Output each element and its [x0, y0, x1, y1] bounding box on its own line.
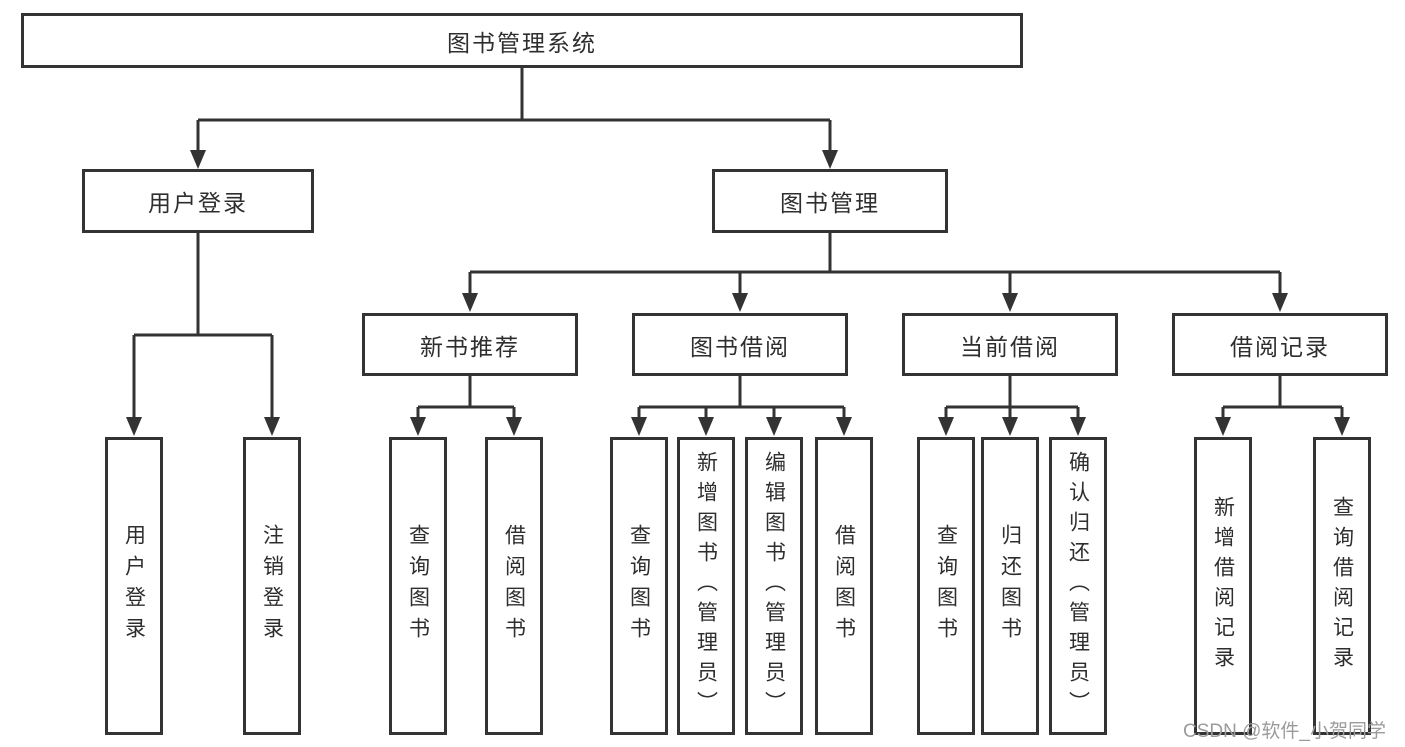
connector-root-to-level2: [190, 68, 838, 169]
node-label: 新增图书（管理员）: [694, 451, 718, 721]
node-label: 借阅图书: [502, 524, 526, 648]
node-new-book-recommend: 新书推荐: [362, 313, 578, 376]
csdn-watermark: CSDN @软件_小贺同学: [1183, 721, 1386, 742]
node-label: 查询图书: [406, 524, 430, 648]
node-label: 归还图书: [998, 524, 1022, 648]
node-label: 注销登录: [260, 524, 284, 648]
node-label: 新书推荐: [420, 333, 520, 360]
node-logout: 注销登录: [243, 437, 301, 735]
node-label: 查询借阅记录: [1330, 496, 1354, 676]
connector-book-borrow-children: [631, 376, 852, 436]
node-query-books-recommend: 查询图书: [389, 437, 447, 735]
node-label: 借阅记录: [1230, 333, 1330, 360]
connector-borrow-records-children: [1215, 376, 1350, 436]
connector-book-management-children: [462, 233, 1288, 312]
node-label: 当前借阅: [960, 333, 1060, 360]
node-add-borrow-record: 新增借阅记录: [1194, 437, 1252, 735]
node-edit-books-admin: 编辑图书（管理员）: [745, 437, 803, 735]
connector-user-login-children: [126, 233, 280, 436]
node-label: 确认归还（管理员）: [1066, 451, 1090, 721]
node-label: 新增借阅记录: [1211, 496, 1235, 676]
node-return-books: 归还图书: [981, 437, 1039, 735]
node-book-management: 图书管理: [712, 169, 948, 233]
node-confirm-return-admin: 确认归还（管理员）: [1049, 437, 1107, 735]
node-label: 图书借阅: [690, 333, 790, 360]
node-user-login: 用户登录: [82, 169, 314, 233]
node-label: 用户登录: [122, 524, 146, 648]
node-label: 查询图书: [934, 524, 958, 648]
node-label: 图书管理系统: [447, 29, 597, 56]
node-query-books-borrow: 查询图书: [610, 437, 668, 735]
node-label: 用户登录: [148, 190, 248, 216]
node-query-books-current: 查询图书: [917, 437, 975, 735]
node-label: 图书管理: [780, 190, 880, 216]
node-library-management-system: 图书管理系统: [21, 13, 1023, 68]
node-book-borrow: 图书借阅: [632, 313, 848, 376]
node-add-books-admin: 新增图书（管理员）: [677, 437, 735, 735]
connector-current-borrow-children: [938, 376, 1086, 436]
node-query-borrow-record: 查询借阅记录: [1313, 437, 1371, 735]
node-current-borrow: 当前借阅: [902, 313, 1118, 376]
node-user-login-leaf: 用户登录: [105, 437, 163, 735]
node-label: 借阅图书: [832, 524, 856, 648]
node-label: 编辑图书（管理员）: [762, 451, 786, 721]
node-borrow-books: 借阅图书: [815, 437, 873, 735]
node-borrow-books-recommend: 借阅图书: [485, 437, 543, 735]
connector-new-book-recommend-children: [410, 376, 522, 436]
node-label: 查询图书: [627, 524, 651, 648]
node-borrow-records: 借阅记录: [1172, 313, 1388, 376]
